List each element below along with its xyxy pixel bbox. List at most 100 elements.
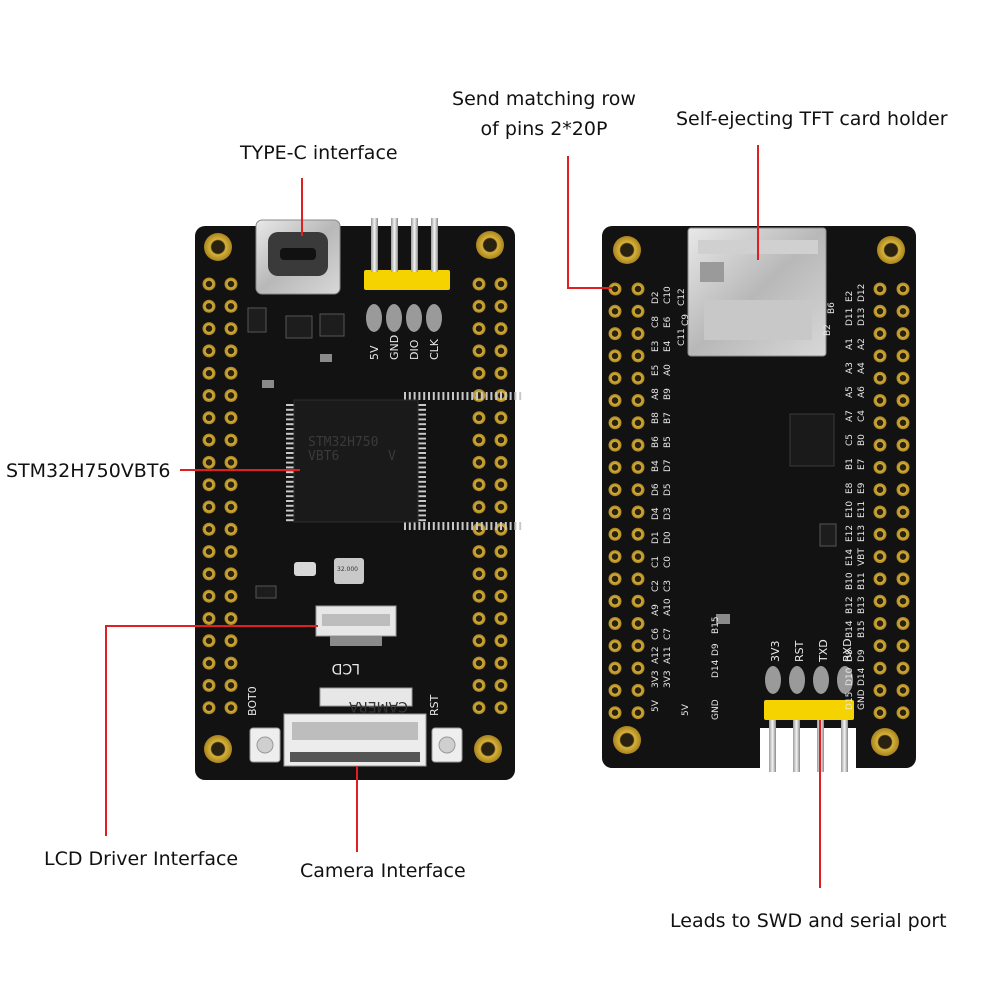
chip-leg xyxy=(286,509,294,512)
pin-pad xyxy=(472,299,486,313)
pin-pad xyxy=(224,656,238,670)
pin-pad xyxy=(472,634,486,648)
pin-pad xyxy=(873,438,887,452)
pin-pad xyxy=(202,656,216,670)
pin-pad xyxy=(224,500,238,514)
rst-label: RST xyxy=(428,694,441,716)
component xyxy=(247,307,267,333)
back-pin-label: B1 xyxy=(845,458,855,470)
back-pin-label: GND xyxy=(857,689,867,710)
mcu-chip: STM32H750 VBT6 V xyxy=(286,392,522,530)
uart-header: 3V3 RST TXD RXD xyxy=(764,638,854,772)
mount-hole xyxy=(871,728,899,756)
pin-pad xyxy=(202,634,216,648)
component xyxy=(262,380,274,388)
chip-leg xyxy=(286,442,294,445)
back-pin-label: C4 xyxy=(857,410,867,422)
pin-pad xyxy=(896,460,910,474)
back-pin-label: E14 xyxy=(845,549,855,566)
component xyxy=(255,585,277,599)
back-pin-label: E5 xyxy=(651,365,661,376)
back-pin-label: B13 xyxy=(857,596,867,614)
pin-pad xyxy=(224,678,238,692)
pin-pad xyxy=(202,366,216,380)
pin-pad xyxy=(608,527,622,541)
back-pin-label: D15 xyxy=(845,692,855,710)
back-pin-label: C2 xyxy=(651,580,661,592)
chip-leg xyxy=(418,495,426,498)
back-pin-label: E10 xyxy=(845,501,855,518)
pin-pad xyxy=(631,594,645,608)
chip-leg xyxy=(476,392,478,400)
pin-pad xyxy=(224,299,238,313)
back-pin-label: A6 xyxy=(857,386,867,398)
back-pin-label: D9 xyxy=(711,643,721,656)
pin-pad xyxy=(494,589,508,603)
chip-leg xyxy=(456,392,459,400)
pin-pad xyxy=(202,500,216,514)
chip-leg xyxy=(423,522,426,530)
pin-pad xyxy=(494,545,508,559)
chip-leg xyxy=(428,392,430,400)
flash-chip xyxy=(789,413,835,467)
chip-leg xyxy=(509,392,512,400)
pin-pad xyxy=(608,550,622,564)
chip-leg xyxy=(418,408,426,411)
chip-leg xyxy=(514,392,517,400)
chip-leg xyxy=(495,392,498,400)
back-pin-label: E9 xyxy=(857,482,867,494)
pin-pad xyxy=(631,661,645,675)
chip-leg xyxy=(286,514,294,517)
chip-line-3: V xyxy=(388,449,396,464)
chip-leg xyxy=(442,522,445,530)
pin-pad xyxy=(896,706,910,720)
swd-header: 5V GND DIO CLK xyxy=(364,218,450,360)
pin-pad xyxy=(873,683,887,697)
chip-leg xyxy=(418,432,426,435)
pin-pad xyxy=(202,545,216,559)
pin-pad xyxy=(896,661,910,675)
back-pin-label: B15 xyxy=(857,620,867,638)
chip-leg xyxy=(418,418,426,421)
back-pin-label: E13 xyxy=(857,525,867,542)
pin-pad xyxy=(494,500,508,514)
pin-pad xyxy=(631,327,645,341)
back-pin-label: E8 xyxy=(845,482,855,494)
mcu-callout: STM32H750VBT6 xyxy=(6,460,171,482)
pin-pad xyxy=(494,322,508,336)
chip-leg xyxy=(418,447,426,450)
reset-button: RST xyxy=(428,694,463,763)
chip-leg xyxy=(480,392,483,400)
back-pin-label: D8 xyxy=(845,649,855,662)
pin-pad xyxy=(631,505,645,519)
chip-leg xyxy=(418,466,426,469)
pin-pad xyxy=(472,411,486,425)
pin-pad xyxy=(608,639,622,653)
back-pin-label: B2 xyxy=(823,324,833,336)
back-pin-label: B7 xyxy=(663,412,673,424)
pin-pad xyxy=(472,389,486,402)
chip-leg xyxy=(500,522,502,530)
pin-pad xyxy=(472,678,486,692)
chip-leg xyxy=(418,456,426,459)
back-pin-label: B10 xyxy=(845,572,855,590)
pin-pad xyxy=(896,349,910,363)
pin-pad xyxy=(608,416,622,430)
back-pin-label: B8 xyxy=(651,412,661,424)
pin-pad xyxy=(494,344,508,358)
component xyxy=(819,523,837,547)
pin-pad xyxy=(224,545,238,559)
chip-leg xyxy=(509,522,512,530)
back-pin-label: B9 xyxy=(663,388,673,400)
pin-pad xyxy=(224,277,238,291)
chip-leg xyxy=(418,471,426,474)
back-pin-label: C10 xyxy=(663,286,673,304)
chip-leg xyxy=(286,437,294,440)
pin-pad xyxy=(202,455,216,469)
crystal-label: 32.000 xyxy=(337,566,358,573)
lcd-connector: LCD xyxy=(315,605,397,676)
chip-leg xyxy=(456,522,459,530)
pins-callout-line-2: of pins 2*20P xyxy=(480,118,608,140)
camera-connector: CAMERA xyxy=(283,687,427,767)
